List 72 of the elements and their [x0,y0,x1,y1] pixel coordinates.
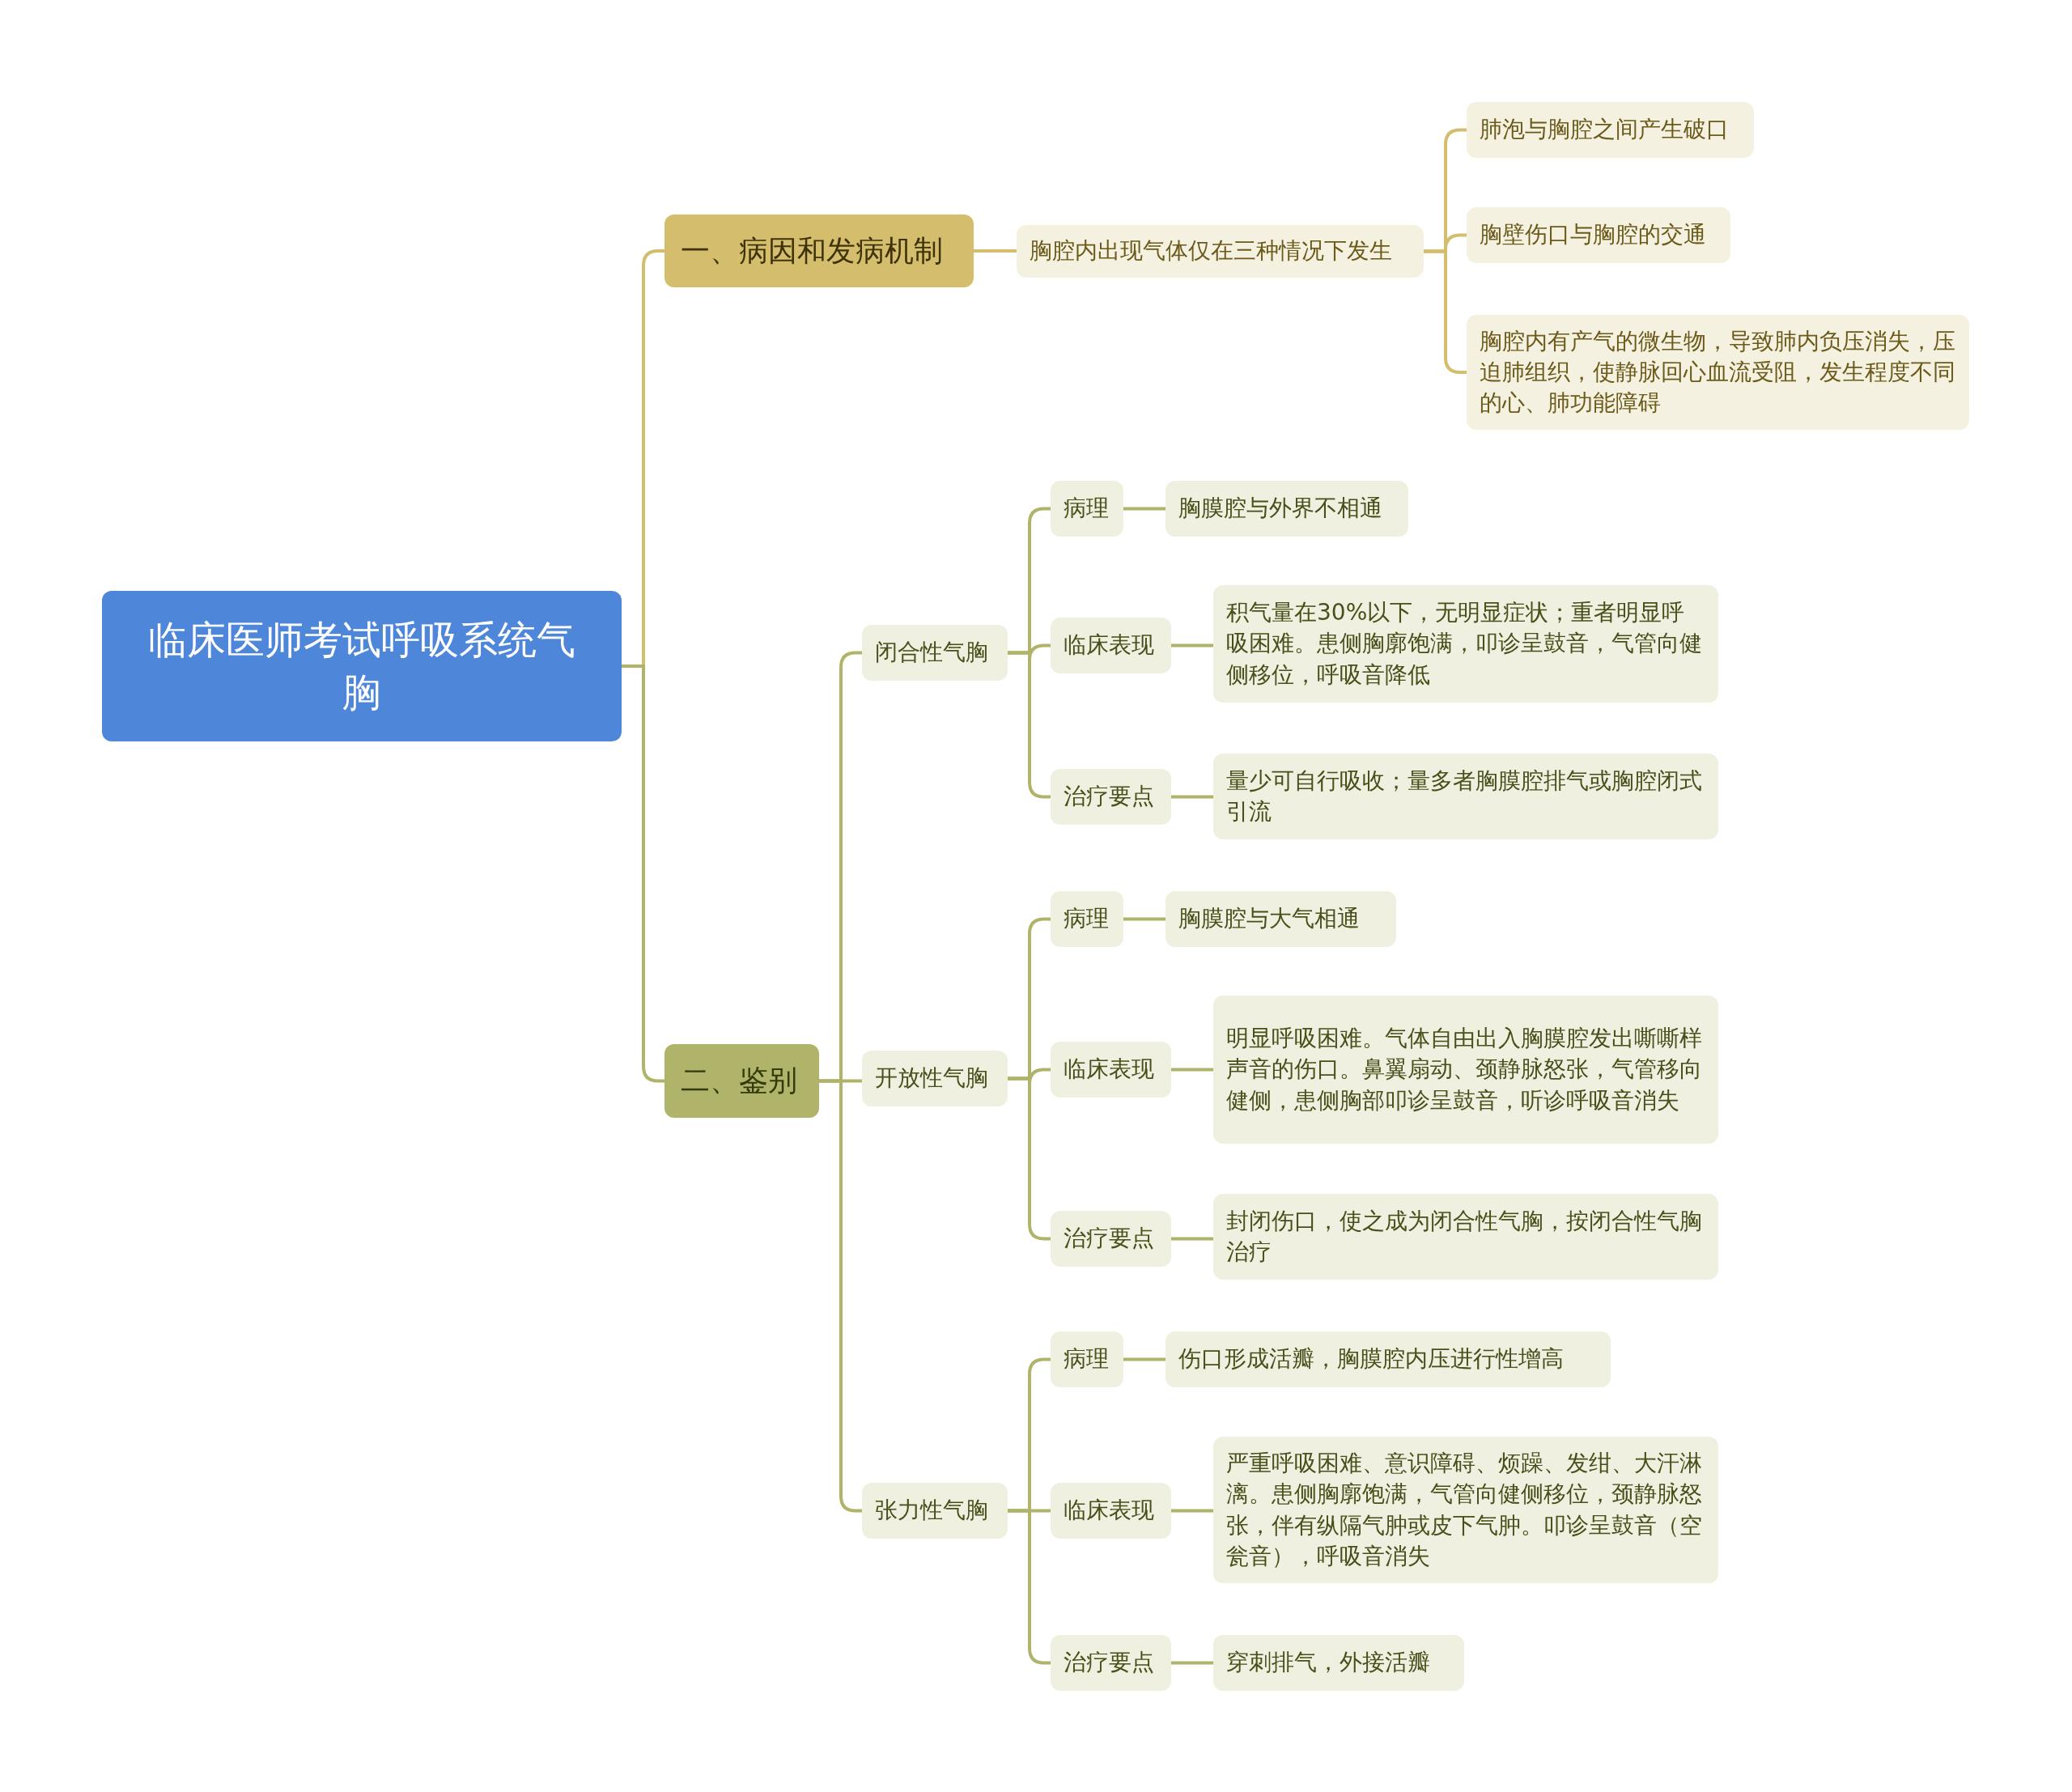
subtopic-text: 临床表现 [1064,1496,1154,1526]
subtopic-box [1213,996,1718,1144]
connector-line [1171,1661,1213,1665]
subtopic-text: 病理 [1064,1344,1109,1374]
subtopic-box [1051,1635,1171,1691]
subtopic-text: 胸腔内有产气的微生物，导致肺内负压消失，压迫肺组织，使静脉回心血流受阻，发生程度不同的心、肺功能障碍 [1480,326,1956,418]
connector-line [1171,1237,1213,1241]
subtopic-box [1213,1437,1718,1583]
subtopic-box [1467,207,1730,263]
subtopic-text: 积气量在30%以下，无明显症状；重者明显呼吸困难。患侧胸廓饱满，叩诊呈鼓音，气管向健侧移位，呼吸音降低 [1226,598,1703,690]
connector-line [1171,795,1213,799]
connector-line [1123,917,1166,921]
subtopic-text: 封闭伤口，使之成为闭合性气胸，按闭合性气胸治疗 [1226,1206,1703,1267]
connector-line [1008,1076,1051,1241]
subtopic-text: 张力性气胸 [875,1496,988,1526]
subtopic-box [862,625,1008,681]
subtopic-text: 病理 [1064,494,1109,524]
subtopic-text: 胸腔内出现气体仅在三种情况下发生 [1030,236,1392,266]
connector-line [1008,651,1051,799]
subtopic-box [1467,315,1969,430]
subtopic-box [1213,754,1718,839]
connector-line [1171,1068,1213,1072]
connector-line [1123,1357,1166,1361]
main-topic-text: 一、病因和发病机制 [681,232,943,269]
subtopic-box [1051,481,1123,537]
subtopic-box [1213,585,1718,703]
subtopic-box [1166,891,1396,947]
connector-line [1123,507,1166,511]
subtopic-text: 胸膜腔与外界不相通 [1178,494,1382,524]
subtopic-text: 临床表现 [1064,1055,1154,1085]
main-topic-box [664,1044,819,1118]
connector-line [1008,1509,1051,1665]
central-topic-text: 临床医师考试呼吸系统气胸 [147,615,576,716]
subtopic-text: 临床表现 [1064,631,1154,660]
subtopic-box [1051,1042,1171,1098]
subtopic-box [1051,1331,1123,1387]
subtopic-text: 治疗要点 [1064,1224,1154,1254]
subtopic-text: 明显呼吸困难。气体自由出入胸膜腔发出嘶嘶样声音的伤口。鼻翼扇动、颈静脉怒张，气管移向健侧，患侧胸部叩诊呈鼓音，听诊呼吸音消失 [1226,1024,1703,1115]
subtopic-text: 治疗要点 [1064,1648,1154,1678]
subtopic-text: 肺泡与胸腔之间产生破口 [1480,115,1729,145]
subtopic-text: 胸膜腔与大气相通 [1178,904,1360,934]
subtopic-text: 穿刺排气，外接活瓣 [1226,1648,1430,1678]
subtopic-text: 严重呼吸困难、意识障碍、烦躁、发绀、大汗淋漓。患侧胸廓饱满，气管向健侧移位，颈静脉怒张，伴有纵隔气肿或皮下气肿。叩诊呈鼓音（空瓮音），呼吸音消失 [1226,1449,1703,1571]
subtopic-box [1213,1194,1718,1280]
subtopic-box [862,1483,1008,1539]
connector-line [819,1079,862,1513]
connector-line [1424,249,1467,374]
subtopic-text: 治疗要点 [1064,782,1154,812]
subtopic-box [1017,225,1424,278]
subtopic-box [1051,1483,1171,1539]
subtopic-text: 量少可自行吸收；量多者胸膜腔排气或胸腔闭式引流 [1226,766,1703,826]
subtopic-box [1166,481,1408,537]
connector-line [974,249,1017,253]
subtopic-box [1051,891,1123,947]
subtopic-box [1051,618,1171,673]
subtopic-text: 病理 [1064,904,1109,934]
subtopic-text: 伤口形成活瓣，胸膜腔内压进行性增高 [1178,1344,1564,1374]
main-topic-box [664,214,974,287]
subtopic-box [1467,102,1754,158]
subtopic-box [1051,1211,1171,1267]
connector-line [622,665,664,1083]
subtopic-box [862,1051,1008,1106]
subtopic-text: 开放性气胸 [875,1064,988,1093]
main-topic-text: 二、鉴别 [681,1063,797,1098]
central-topic-box [102,591,622,741]
connector-line [1171,643,1213,648]
subtopic-box [1166,1331,1611,1387]
subtopic-text: 闭合性气胸 [875,638,988,668]
subtopic-box [1051,769,1171,825]
subtopic-text: 胸壁伤口与胸腔的交通 [1480,220,1706,250]
subtopic-box [1213,1635,1464,1691]
connector-line [1171,1509,1213,1513]
